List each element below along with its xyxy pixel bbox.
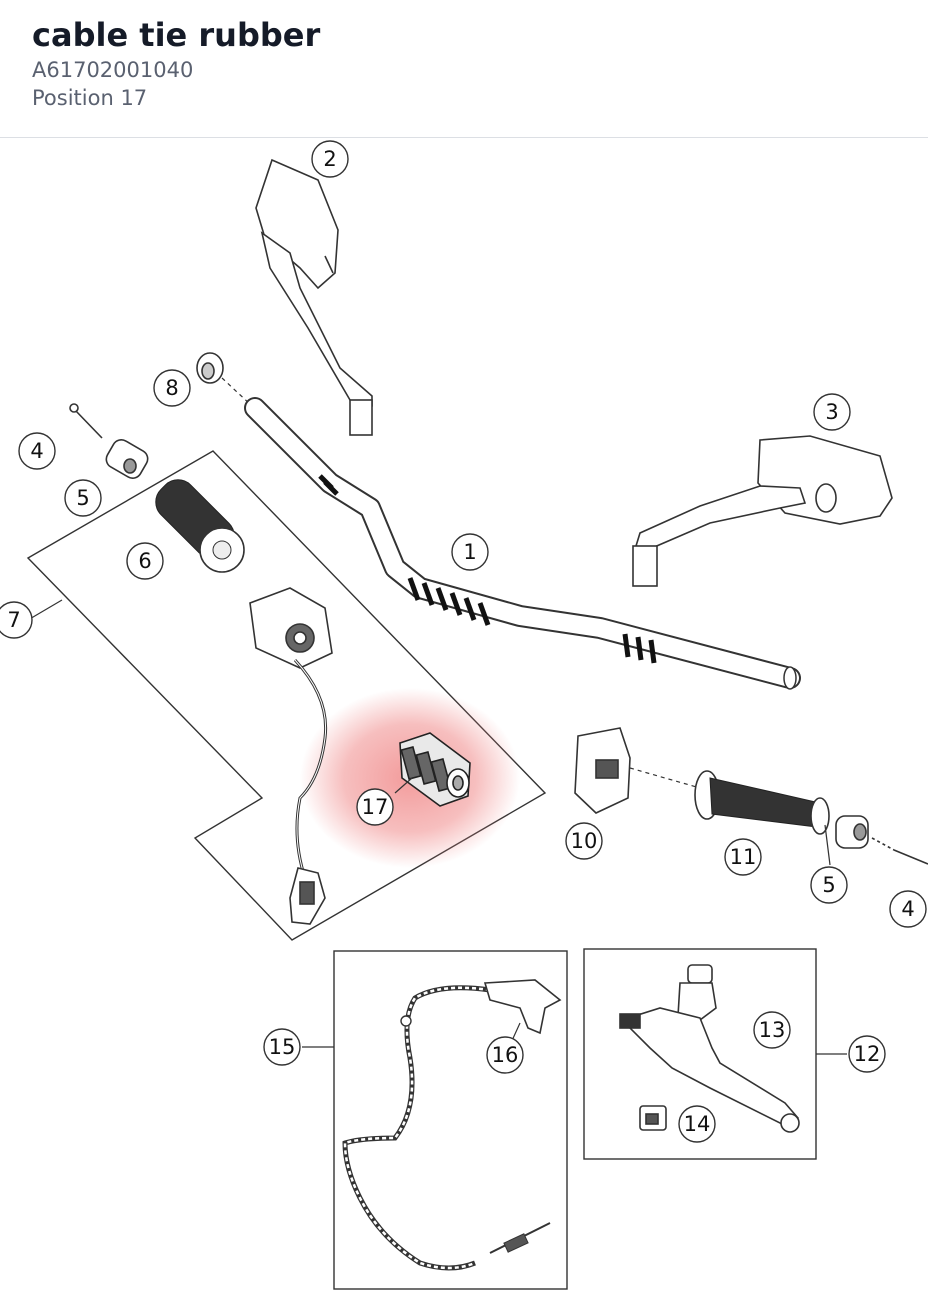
part-header: cable tie rubber A61702001040 Position 1… — [0, 0, 928, 138]
callout-4[interactable]: 4 — [18, 432, 56, 470]
callout-circle — [724, 838, 762, 876]
callout-2[interactable]: 2 — [311, 140, 349, 178]
part-cable-tie-rubber — [394, 732, 471, 807]
callout-number: 14 — [684, 1112, 711, 1136]
callout-circle — [0, 601, 33, 639]
part-clutch-cable — [342, 985, 551, 1271]
callout-circle — [810, 866, 848, 904]
callout-number: 5 — [76, 486, 89, 510]
callout-number: 8 — [165, 376, 178, 400]
callout-number: 13 — [759, 1018, 786, 1042]
callout-12[interactable]: 12 — [848, 1035, 886, 1073]
callout-number: 11 — [730, 845, 757, 869]
callout-1[interactable]: 1 — [451, 533, 489, 571]
callout-circle — [848, 1035, 886, 1073]
callout-6[interactable]: 6 — [126, 542, 164, 580]
callout-7[interactable]: 7 — [0, 601, 33, 639]
callout-circle — [678, 1105, 716, 1143]
callout-number: 1 — [463, 540, 476, 564]
part-switch-left — [249, 587, 333, 669]
callout-3[interactable]: 3 — [813, 393, 851, 431]
callout-number: 7 — [7, 608, 20, 632]
part-grip-right — [694, 770, 830, 835]
part-title: cable tie rubber — [32, 16, 321, 54]
callout-8[interactable]: 8 — [153, 369, 191, 407]
callout-15[interactable]: 15 — [263, 1028, 301, 1066]
callout-16[interactable]: 16 — [486, 1036, 524, 1074]
callout-17[interactable]: 17 — [356, 788, 394, 826]
callout-number: 4 — [30, 439, 43, 463]
callout-number: 3 — [825, 400, 838, 424]
assembly-outline-7 — [26, 450, 547, 941]
callout-circle — [486, 1036, 524, 1074]
leader-lines — [824, 824, 831, 866]
callout-13[interactable]: 13 — [753, 1011, 791, 1049]
callout-number: 15 — [269, 1035, 296, 1059]
callout-circle — [753, 1011, 791, 1049]
part-clutch-switch — [639, 1105, 667, 1131]
part-bar-end-right — [835, 815, 869, 849]
part-connector-left — [289, 867, 326, 925]
part-grip-left — [155, 479, 245, 573]
callout-number: 6 — [138, 549, 151, 573]
part-screw-left — [69, 403, 103, 439]
callout-circle — [451, 533, 489, 571]
part-switch-right — [574, 727, 701, 814]
callout-11[interactable]: 11 — [724, 838, 762, 876]
callout-4[interactable]: 4 — [889, 890, 927, 928]
callout-number: 10 — [571, 829, 598, 853]
part-position: Position 17 — [32, 86, 148, 110]
callout-circle — [263, 1028, 301, 1066]
part-number: A61702001040 — [32, 58, 194, 82]
callout-number: 17 — [362, 795, 389, 819]
part-mirror-left — [255, 158, 373, 436]
part-screw-right — [871, 837, 928, 865]
callout-number: 12 — [854, 1042, 881, 1066]
part-bar-plug — [196, 352, 253, 407]
callout-circle — [311, 140, 349, 178]
callout-5[interactable]: 5 — [64, 479, 102, 517]
part-mirror-right — [632, 435, 893, 587]
part-handlebar — [244, 397, 801, 690]
callout-number: 16 — [492, 1043, 519, 1067]
callout-10[interactable]: 10 — [565, 822, 603, 860]
callout-circle — [126, 542, 164, 580]
callout-circle — [356, 788, 394, 826]
callout-circle — [18, 432, 56, 470]
callout-number: 4 — [901, 897, 914, 921]
part-clutch-lever — [619, 964, 800, 1133]
callout-number: 2 — [323, 147, 336, 171]
callout-14[interactable]: 14 — [678, 1105, 716, 1143]
callout-circle — [889, 890, 927, 928]
assembly-box-15 — [333, 950, 568, 1290]
callout-circle — [813, 393, 851, 431]
part-bar-end-left — [105, 439, 149, 479]
callout-circle — [153, 369, 191, 407]
callout-circle — [64, 479, 102, 517]
callout-5[interactable]: 5 — [810, 866, 848, 904]
callout-number: 5 — [822, 873, 835, 897]
callout-circle — [565, 822, 603, 860]
